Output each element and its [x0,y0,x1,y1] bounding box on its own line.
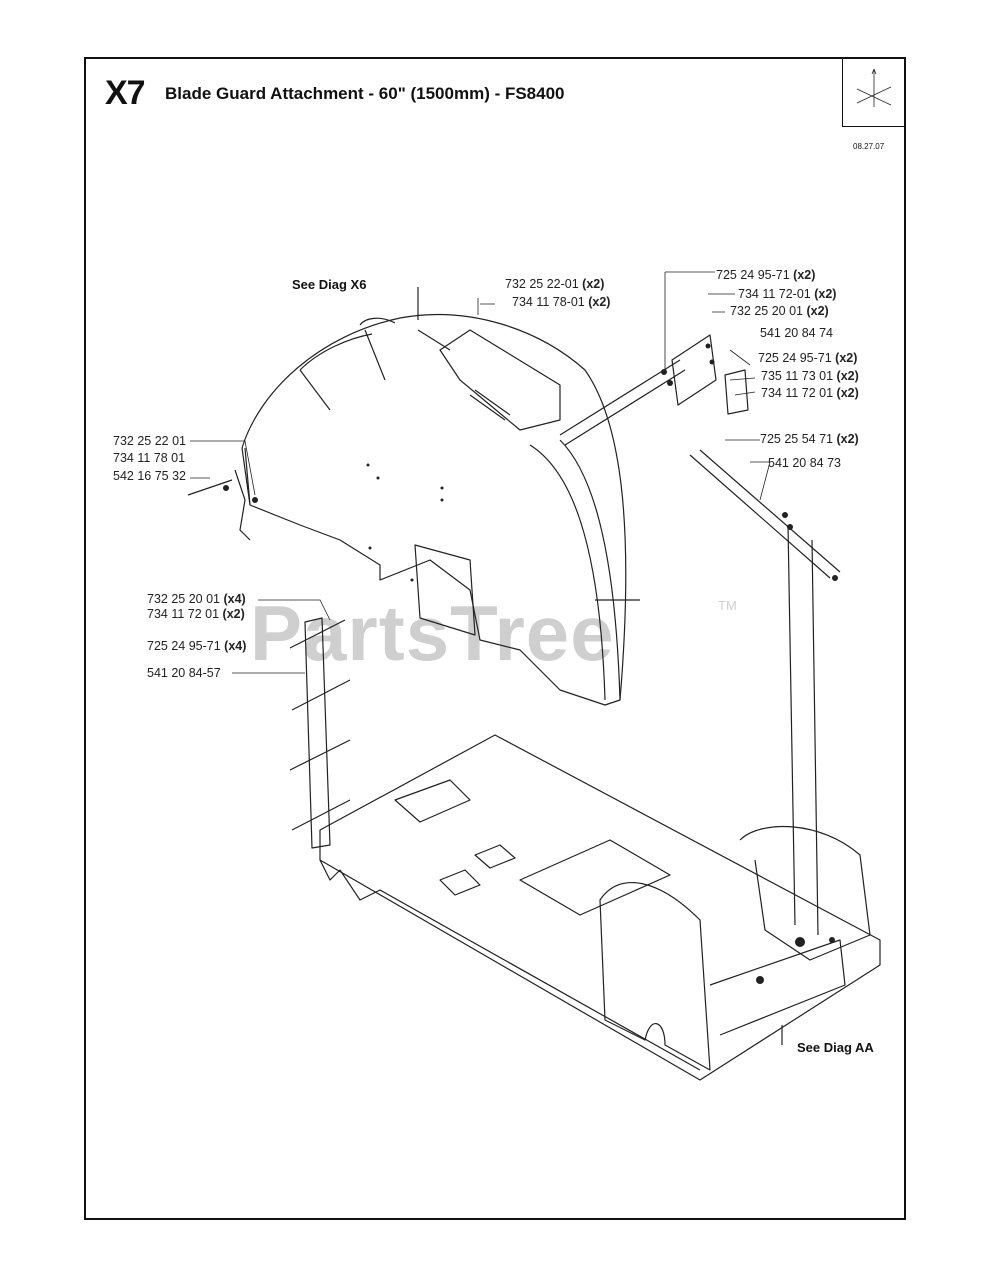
callout-label: 725 24 95-71 (x4) [147,639,247,653]
callout-label: 541 20 84-57 [147,666,221,680]
callout-label: 725 25 54 71 (x2) [760,432,859,446]
callout-label: 732 25 22-01 (x2) [505,277,605,291]
orientation-axes-box [842,57,906,127]
diagram-title: Blade Guard Attachment - 60" (1500mm) - … [165,84,565,103]
callout-label: 734 11 72 01 (x2) [147,607,245,621]
see-diag-aa-reference: See Diag AA [797,1040,874,1055]
support-arm-upper [559,359,686,446]
see-diag-x6-reference: See Diag X6 [292,277,367,292]
callout-label: 734 11 78 01 [113,451,186,465]
callout-label: 725 24 95-71 (x2) [758,351,858,365]
callout-label: 732 25 22 01 [113,434,186,448]
callout-label: 732 25 20 01 (x2) [730,304,829,318]
callout-label: 734 11 72 01 (x2) [761,386,859,400]
callout-label: 734 11 78-01 (x2) [512,295,611,309]
bracket-plate [671,334,717,406]
callout-label: 541 20 84 74 [760,326,833,340]
callout-label: 734 11 72-01 (x2) [738,287,837,301]
vertical-strap [304,617,331,849]
blade-guard [241,313,627,706]
diagram-sheet-border [84,57,906,1220]
support-arm-lower [689,449,841,579]
callout-label: 542 16 75 32 [113,469,186,483]
watermark-trademark: TM [718,598,737,613]
diagram-code: X7 [105,74,146,112]
callout-label: 541 20 84 73 [768,456,841,470]
callout-label: 732 25 20 01 (x4) [147,592,246,606]
orientation-axes-icon [856,68,892,107]
watermark-text: PartsTree [250,589,615,677]
revision-date: 08.27.07 [853,142,885,151]
callout-label: 735 11 73 01 (x2) [761,369,859,383]
callout-label: 725 24 95-71 (x2) [716,268,816,282]
